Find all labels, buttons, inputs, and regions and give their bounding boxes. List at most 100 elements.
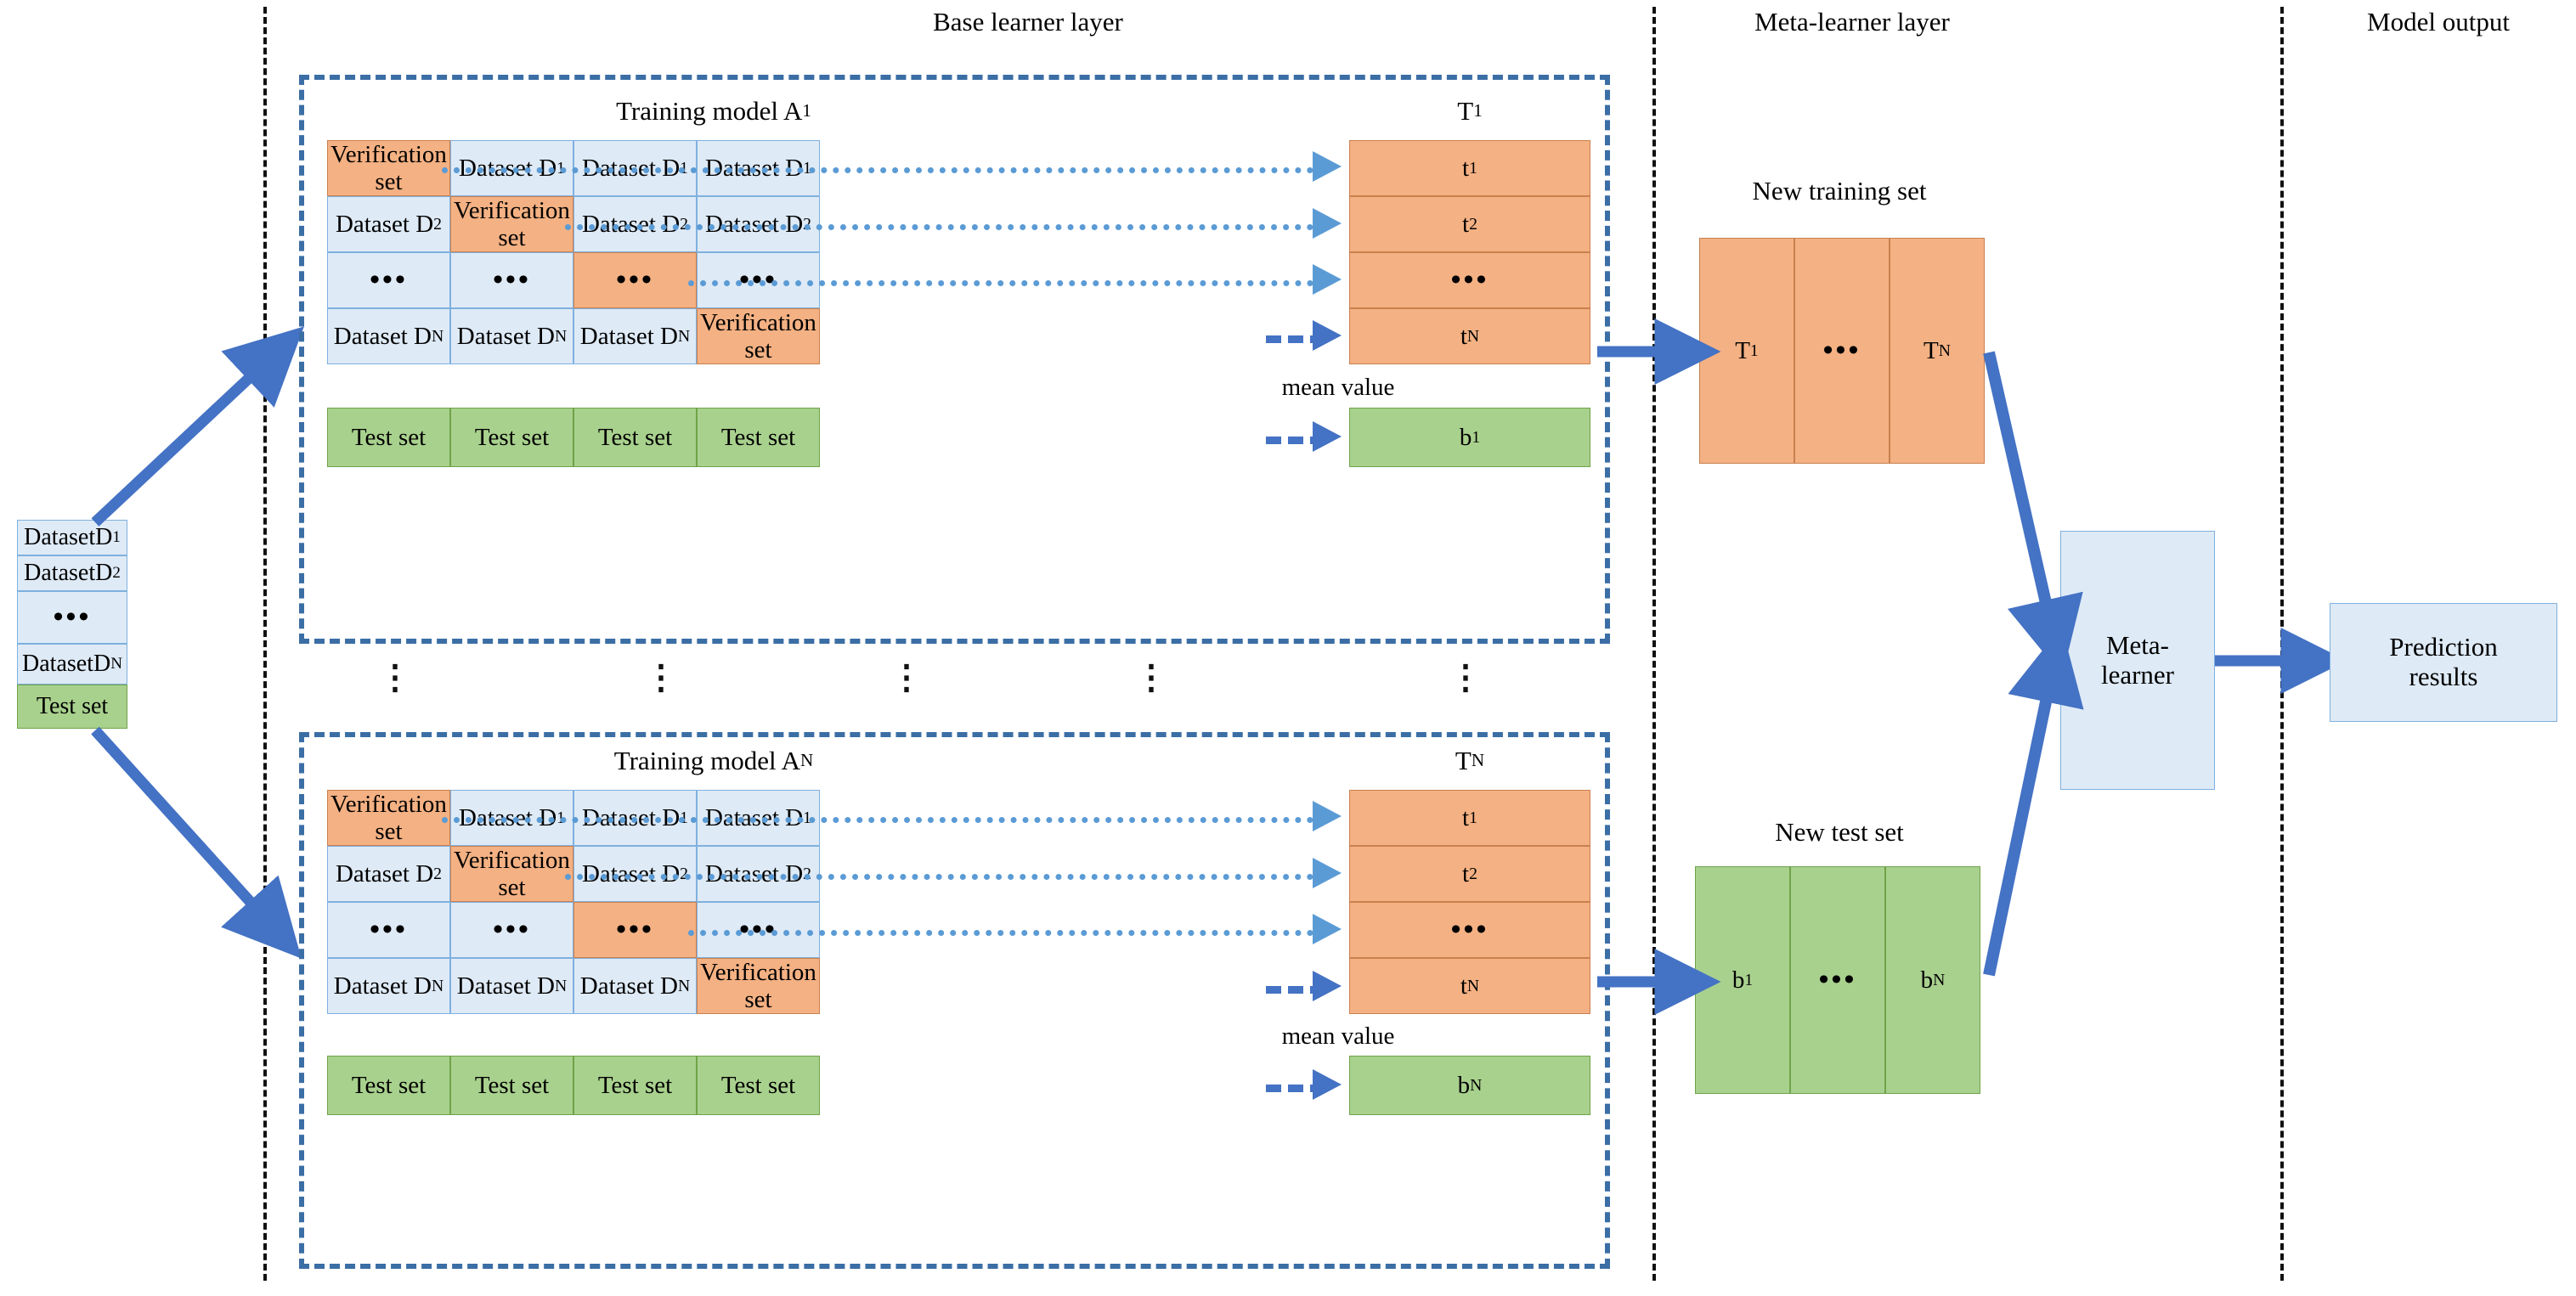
t-cell-text: t bbox=[1460, 322, 1467, 350]
cell-sub: 1 bbox=[1744, 970, 1754, 989]
cell-text: Dataset D bbox=[579, 972, 678, 1000]
cell-sub: N bbox=[1933, 970, 1946, 989]
t-cell-sub: N bbox=[1466, 326, 1480, 346]
cell-text: Dataset D bbox=[581, 859, 681, 887]
model-1-dotline-r1 bbox=[442, 167, 1325, 173]
header-model-output: Model output bbox=[2367, 6, 2510, 37]
vertical-ellipsis-1: ⋮ bbox=[378, 658, 412, 696]
header-base-learner-layer: Base learner layer bbox=[933, 6, 1123, 37]
model-n-cell-r4c4[interactable]: Verification set bbox=[697, 958, 820, 1014]
model-n-cell-r3c1: ••• bbox=[327, 902, 450, 958]
model-n-cell-r2c2[interactable]: Verification set bbox=[450, 846, 573, 902]
new-test-cell-ellipsis: ••• bbox=[1790, 866, 1885, 1094]
cell-text: Dataset D bbox=[456, 322, 555, 350]
arrow-model-1-test bbox=[1313, 421, 1342, 452]
model-n-mean-value-label: mean value bbox=[1281, 1022, 1395, 1050]
t-cell-text: t bbox=[1462, 154, 1470, 182]
arrow-model-1-r3 bbox=[1313, 264, 1342, 295]
arrow-new-test-to-meta bbox=[1983, 626, 2084, 977]
new-test-set-caption: New test set bbox=[1775, 816, 1904, 847]
meta-learner-box[interactable]: Meta- learner bbox=[2060, 531, 2215, 790]
input-row-ellipsis: ••• bbox=[17, 591, 127, 644]
arrow-t-to-new-training-set bbox=[1597, 318, 1721, 385]
model-1-test-cell-3[interactable]: Test set bbox=[573, 408, 697, 467]
t-header-sub: 1 bbox=[1473, 100, 1483, 121]
prediction-results-box[interactable]: Prediction results bbox=[2330, 603, 2557, 722]
arrow-new-training-to-meta bbox=[1983, 351, 2083, 676]
arrow-model-n-r4 bbox=[1313, 971, 1342, 1001]
t-cell-sub: 1 bbox=[1469, 158, 1477, 177]
arrow-model-n-r1 bbox=[1313, 801, 1342, 831]
cell-sub: 2 bbox=[803, 214, 811, 234]
cell-sub: N bbox=[554, 326, 568, 346]
cell-text: Dataset D bbox=[579, 322, 678, 350]
t-cell-sub: 2 bbox=[1469, 864, 1477, 883]
model-n-dotline-r1 bbox=[442, 817, 1325, 823]
cell-text: Dataset D bbox=[333, 972, 432, 1000]
vertical-ellipsis-3: ⋮ bbox=[890, 658, 924, 696]
input-row-sub: N bbox=[110, 655, 122, 673]
t-cell-sub: 2 bbox=[1469, 214, 1477, 234]
input-row-label: DatasetD bbox=[24, 524, 113, 551]
cell-sub: 2 bbox=[433, 214, 442, 234]
model-1-test-cell-1[interactable]: Test set bbox=[327, 408, 450, 467]
input-row-label: DatasetD bbox=[22, 651, 111, 678]
arrow-model-1-r4 bbox=[1313, 320, 1342, 351]
t-cell-text: t bbox=[1462, 210, 1470, 238]
new-training-cell-ellipsis: ••• bbox=[1794, 238, 1890, 464]
t-cell-text: t bbox=[1462, 803, 1470, 831]
model-n-test-cell-3[interactable]: Test set bbox=[573, 1056, 697, 1115]
model-1-test-cell-4[interactable]: Test set bbox=[697, 408, 820, 467]
cell-sub: N bbox=[554, 976, 568, 995]
vertical-ellipsis-2: ⋮ bbox=[644, 658, 678, 696]
model-1-t-cell-ellipsis: ••• bbox=[1349, 252, 1590, 308]
model-1-cell-r4c4[interactable]: Verification set bbox=[697, 308, 820, 364]
t-header-text: T bbox=[1457, 95, 1474, 126]
model-n-test-dashline bbox=[1266, 1085, 1325, 1092]
arrow-model-n-r2 bbox=[1313, 858, 1342, 888]
model-n-t-cell-ellipsis: ••• bbox=[1349, 902, 1590, 958]
input-row-sub: 2 bbox=[112, 564, 121, 583]
model-1-cell-r2c2[interactable]: Verification set bbox=[450, 196, 573, 252]
model-n-test-cell-4[interactable]: Test set bbox=[697, 1056, 820, 1115]
cell-sub: 1 bbox=[1749, 341, 1759, 360]
t-cell-sub: N bbox=[1466, 976, 1480, 995]
model-1-test-cell-2[interactable]: Test set bbox=[450, 408, 573, 467]
input-row-test-set[interactable]: Test set bbox=[17, 685, 127, 729]
input-row-sub: 1 bbox=[112, 528, 121, 547]
model-1-cell-r1c1[interactable]: Verification set bbox=[327, 140, 450, 196]
cell-text: b bbox=[1731, 966, 1745, 994]
model-n-test-cell-1[interactable]: Test set bbox=[327, 1056, 450, 1115]
cell-text: Dataset D bbox=[335, 859, 434, 887]
model-n-cell-r1c1[interactable]: Verification set bbox=[327, 790, 450, 846]
vertical-ellipsis-5: ⋮ bbox=[1449, 658, 1483, 696]
model-n-cell-r3c3: ••• bbox=[573, 902, 697, 958]
model-title-text: Training model A bbox=[613, 745, 801, 775]
model-n-test-cell-2[interactable]: Test set bbox=[450, 1056, 573, 1115]
